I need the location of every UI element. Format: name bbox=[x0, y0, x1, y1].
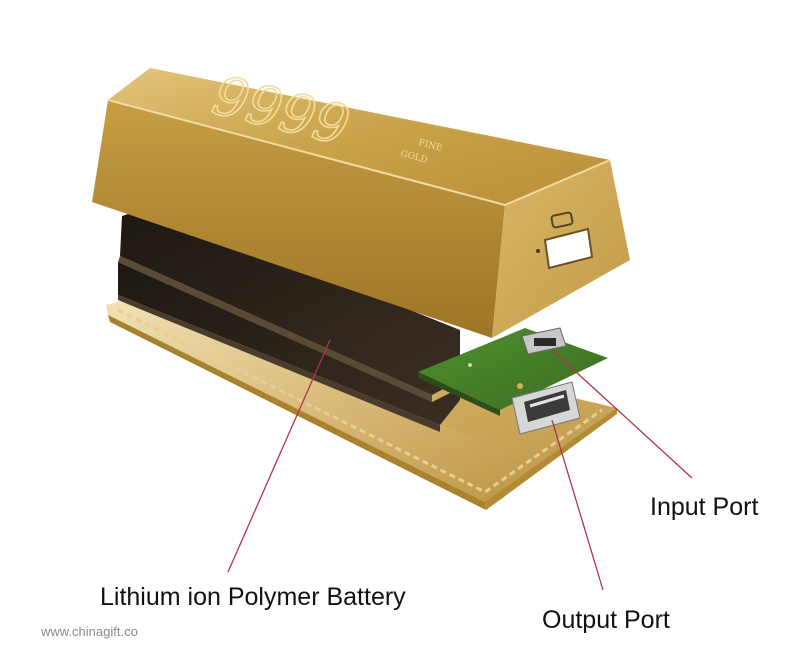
watermark: www.chinagift.co bbox=[41, 624, 138, 639]
gold-bar-lid: 9999 FINE GOLD bbox=[92, 63, 630, 338]
input-port bbox=[521, 327, 567, 355]
leader-line-output bbox=[551, 419, 604, 591]
input-port-opening bbox=[550, 211, 574, 229]
pcb-board bbox=[418, 328, 608, 416]
leader-line-input bbox=[551, 349, 693, 479]
battery-pack bbox=[118, 206, 460, 432]
output-port-opening bbox=[543, 227, 594, 270]
output-port-label: Output Port bbox=[542, 606, 670, 634]
leader-lines bbox=[227, 339, 693, 591]
leader-line-battery bbox=[227, 339, 331, 573]
output-port bbox=[511, 381, 581, 435]
led-hole bbox=[536, 249, 540, 253]
input-port-label: Input Port bbox=[650, 493, 759, 521]
battery-label: Lithium ion Polymer Battery bbox=[100, 583, 406, 611]
